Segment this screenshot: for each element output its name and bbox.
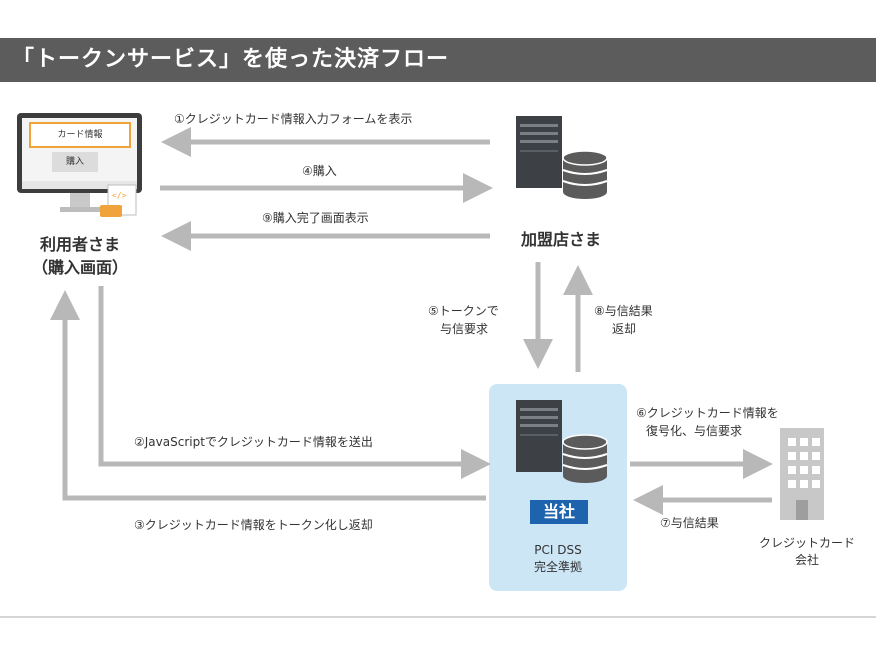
step4-label: ④購入 bbox=[302, 164, 337, 178]
company-badge: 当社 bbox=[530, 500, 588, 524]
step5-label-line2: 与信要求 bbox=[440, 322, 489, 336]
user-label: 利用者さま bbox=[39, 235, 120, 254]
step5-label-line1: ⑤トークンで bbox=[428, 304, 499, 318]
buy-button-mock: 購入 bbox=[65, 157, 84, 167]
user-pc-icon: </> bbox=[17, 113, 142, 217]
arrow-step2 bbox=[98, 286, 491, 479]
card-info-field: カード情報 bbox=[57, 130, 103, 140]
step6-label-line1: ⑥クレジットカード情報を bbox=[636, 406, 779, 420]
diagram-title: 「トークンサービス」を使った決済フロー bbox=[0, 38, 876, 82]
user-sublabel: （購入画面） bbox=[31, 258, 128, 277]
svg-text:</>: </> bbox=[112, 191, 127, 200]
company-server-icon bbox=[516, 400, 608, 483]
merchant-server-icon bbox=[516, 116, 608, 199]
step8-label-line2: 返却 bbox=[612, 322, 637, 336]
building-icon bbox=[780, 428, 824, 520]
step2-label: ②JavaScriptでクレジットカード情報を送出 bbox=[134, 435, 373, 449]
card-company-line2: 会社 bbox=[794, 553, 819, 567]
step6-label-line2: 復号化、与信要求 bbox=[646, 424, 743, 438]
pci-dss-line1: PCI DSS bbox=[534, 543, 582, 557]
pci-dss-line2: 完全準拠 bbox=[533, 560, 582, 574]
arrow-step3 bbox=[50, 290, 486, 501]
step1-label: ①クレジットカード情報入力フォームを表示 bbox=[174, 112, 413, 126]
merchant-label: 加盟店さま bbox=[520, 230, 601, 249]
step7-label: ⑦与信結果 bbox=[660, 516, 719, 530]
step3-label: ③クレジットカード情報をトークン化し返却 bbox=[134, 518, 373, 532]
step9-label: ⑨購入完了画面表示 bbox=[262, 211, 369, 225]
card-company-line1: クレジットカード bbox=[758, 536, 855, 550]
step8-label-line1: ⑧与信結果 bbox=[594, 304, 653, 318]
bottom-divider bbox=[0, 616, 876, 618]
